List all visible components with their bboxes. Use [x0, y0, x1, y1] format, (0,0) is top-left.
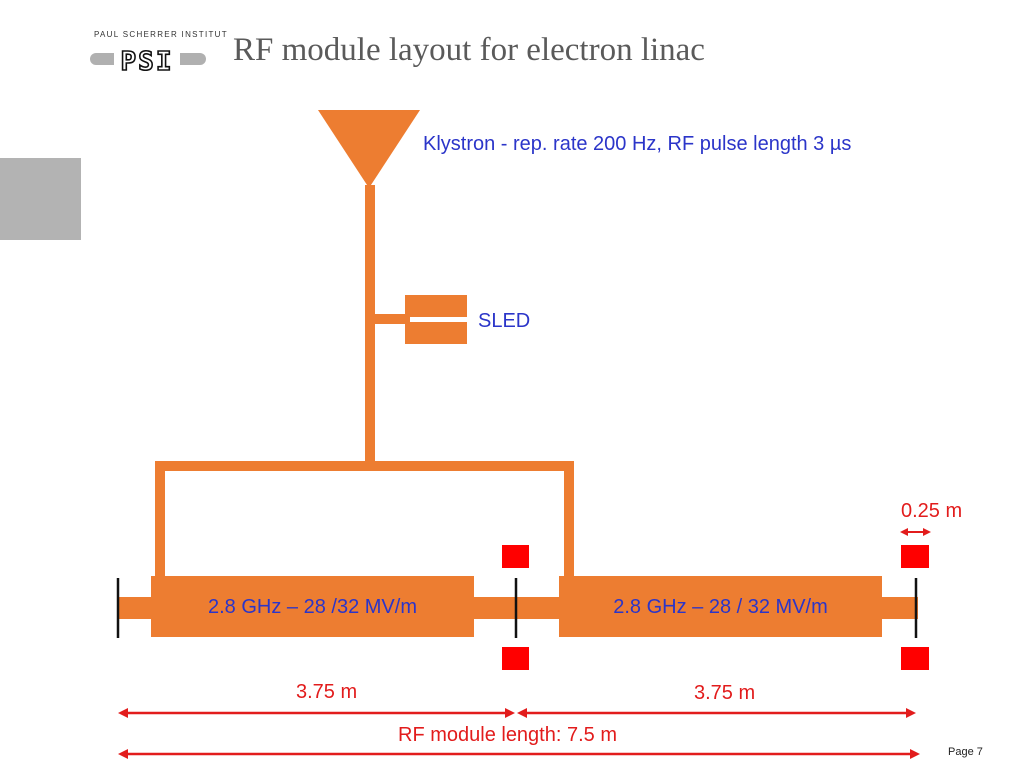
sled-branch	[370, 314, 410, 324]
length-left-arrow	[118, 708, 515, 718]
side-navigation-block	[0, 158, 81, 240]
gap-dimension-arrow	[900, 528, 931, 536]
module-length-label: RF module length: 7.5 m	[398, 724, 617, 746]
splitter-waveguide	[155, 461, 574, 471]
psi-logo: PAUL SCHERRER INSTITUT PSI	[88, 26, 227, 78]
magnet-mid-bottom	[502, 647, 529, 670]
length-left-label: 3.75 m	[296, 681, 358, 703]
structure-left-label: 2.8 GHz – 28 /32 MV/m	[208, 596, 417, 618]
svg-text:PSI: PSI	[121, 47, 174, 77]
psi-logo-mark-icon: PSI	[90, 46, 206, 78]
magnet-end-top	[901, 545, 929, 568]
magnet-mid-top	[502, 545, 529, 568]
klystron-label: Klystron - rep. rate 200 Hz, RF pulse le…	[423, 133, 852, 155]
module-length-arrow	[118, 749, 920, 759]
structure-right-label: 2.8 GHz – 28 / 32 MV/m	[613, 596, 828, 618]
left-drop-waveguide	[155, 461, 165, 581]
logo-institute-text: PAUL SCHERRER INSTITUT	[94, 30, 228, 39]
klystron-triangle	[318, 110, 420, 188]
page-number: Page 7	[948, 746, 983, 758]
accelerating-structure-right	[559, 576, 882, 637]
right-drop-waveguide	[564, 461, 574, 581]
sled-cavity-bottom	[405, 322, 467, 344]
length-right-arrow	[517, 708, 916, 718]
feed-waveguide	[365, 185, 375, 467]
page-title: RF module layout for electron linac	[233, 32, 705, 68]
length-right-label: 3.75 m	[694, 682, 756, 704]
gap-label: 0.25 m	[901, 500, 963, 522]
magnet-end-bottom	[901, 647, 929, 670]
accelerating-structure-left	[151, 576, 474, 637]
sled-label: SLED	[478, 310, 531, 332]
sled-cavity-top	[405, 295, 467, 317]
